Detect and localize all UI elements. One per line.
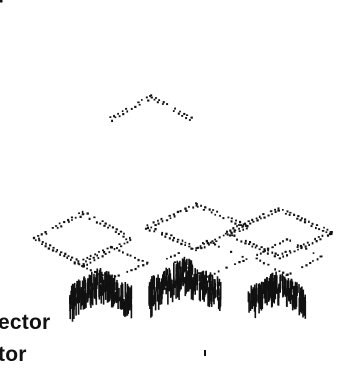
caption-line-2: tor [0,344,27,366]
caption-line-1: ector [0,312,50,334]
